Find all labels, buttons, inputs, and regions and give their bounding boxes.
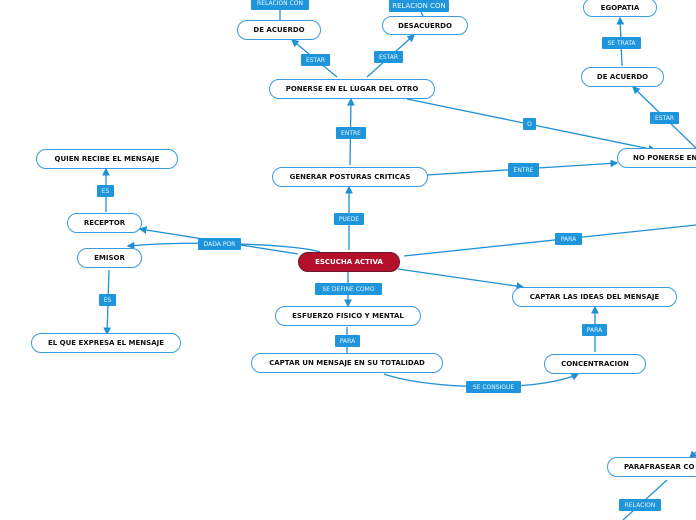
label-para: PARA xyxy=(555,233,582,245)
node-concentracion[interactable]: CONCENTRACION xyxy=(544,354,646,374)
node-de-acuerdo-2[interactable]: DE ACUERDO xyxy=(581,67,664,87)
node-quien-recibe[interactable]: QUIEN RECIBE EL MENSAJE xyxy=(36,149,178,169)
node-parafrasear[interactable]: PARAFRASEAR CO xyxy=(607,457,696,477)
node-el-que-expresa[interactable]: EL QUE EXPRESA EL MENSAJE xyxy=(31,333,181,353)
node-receptor[interactable]: RECEPTOR xyxy=(67,213,142,233)
label-estar: ESTAR xyxy=(301,54,330,66)
node-captar-ideas[interactable]: CAPTAR LAS IDEAS DEL MENSAJE xyxy=(512,287,677,307)
label-entre: ENTRE xyxy=(336,127,366,139)
node-esfuerzo[interactable]: ESFUERZO FISICO Y MENTAL xyxy=(275,306,421,326)
node-captar-mensaje[interactable]: CAPTAR UN MENSAJE EN SU TOTALIDAD xyxy=(251,353,443,373)
label-es-2: ES xyxy=(99,294,116,306)
label-es: ES xyxy=(97,185,114,197)
label-relacion-con: RELACION CON xyxy=(251,0,309,10)
node-egopatia[interactable]: EGOPATIA xyxy=(583,0,657,17)
label-entre-2: ENTRE xyxy=(508,163,539,177)
label-para-3: PARA xyxy=(582,324,607,336)
label-se-consigue: SE CONSIGUE xyxy=(466,381,521,393)
node-no-ponerse[interactable]: NO PONERSE EN xyxy=(617,148,696,168)
label-dada-por: DADA POR xyxy=(198,238,241,250)
label-se-define-como: SE DEFINE COMO xyxy=(315,283,382,295)
label-se-trata: SE TRATA xyxy=(602,37,641,49)
node-desacuerdo[interactable]: DESACUERDO xyxy=(382,16,468,35)
label-puede: PUEDE xyxy=(334,213,364,225)
node-emisor[interactable]: EMISOR xyxy=(77,248,142,268)
label-estar-2: ESTAR xyxy=(374,51,403,63)
node-escucha-activa[interactable]: ESCUCHA ACTIVA xyxy=(298,252,400,272)
label-relacion-con-2: RELACION CON xyxy=(389,0,449,12)
node-generar-posturas[interactable]: GENERAR POSTURAS CRITICAS xyxy=(272,167,428,187)
label-o: O xyxy=(523,118,536,130)
label-estar-3: ESTAR xyxy=(650,112,679,124)
node-ponerse-en-el-lugar[interactable]: PONERSE EN EL LUGAR DEL OTRO xyxy=(269,79,435,99)
label-relacion: RELACION xyxy=(619,499,661,511)
label-para-2: PARA xyxy=(335,335,360,347)
node-de-acuerdo[interactable]: DE ACUERDO xyxy=(237,20,321,40)
